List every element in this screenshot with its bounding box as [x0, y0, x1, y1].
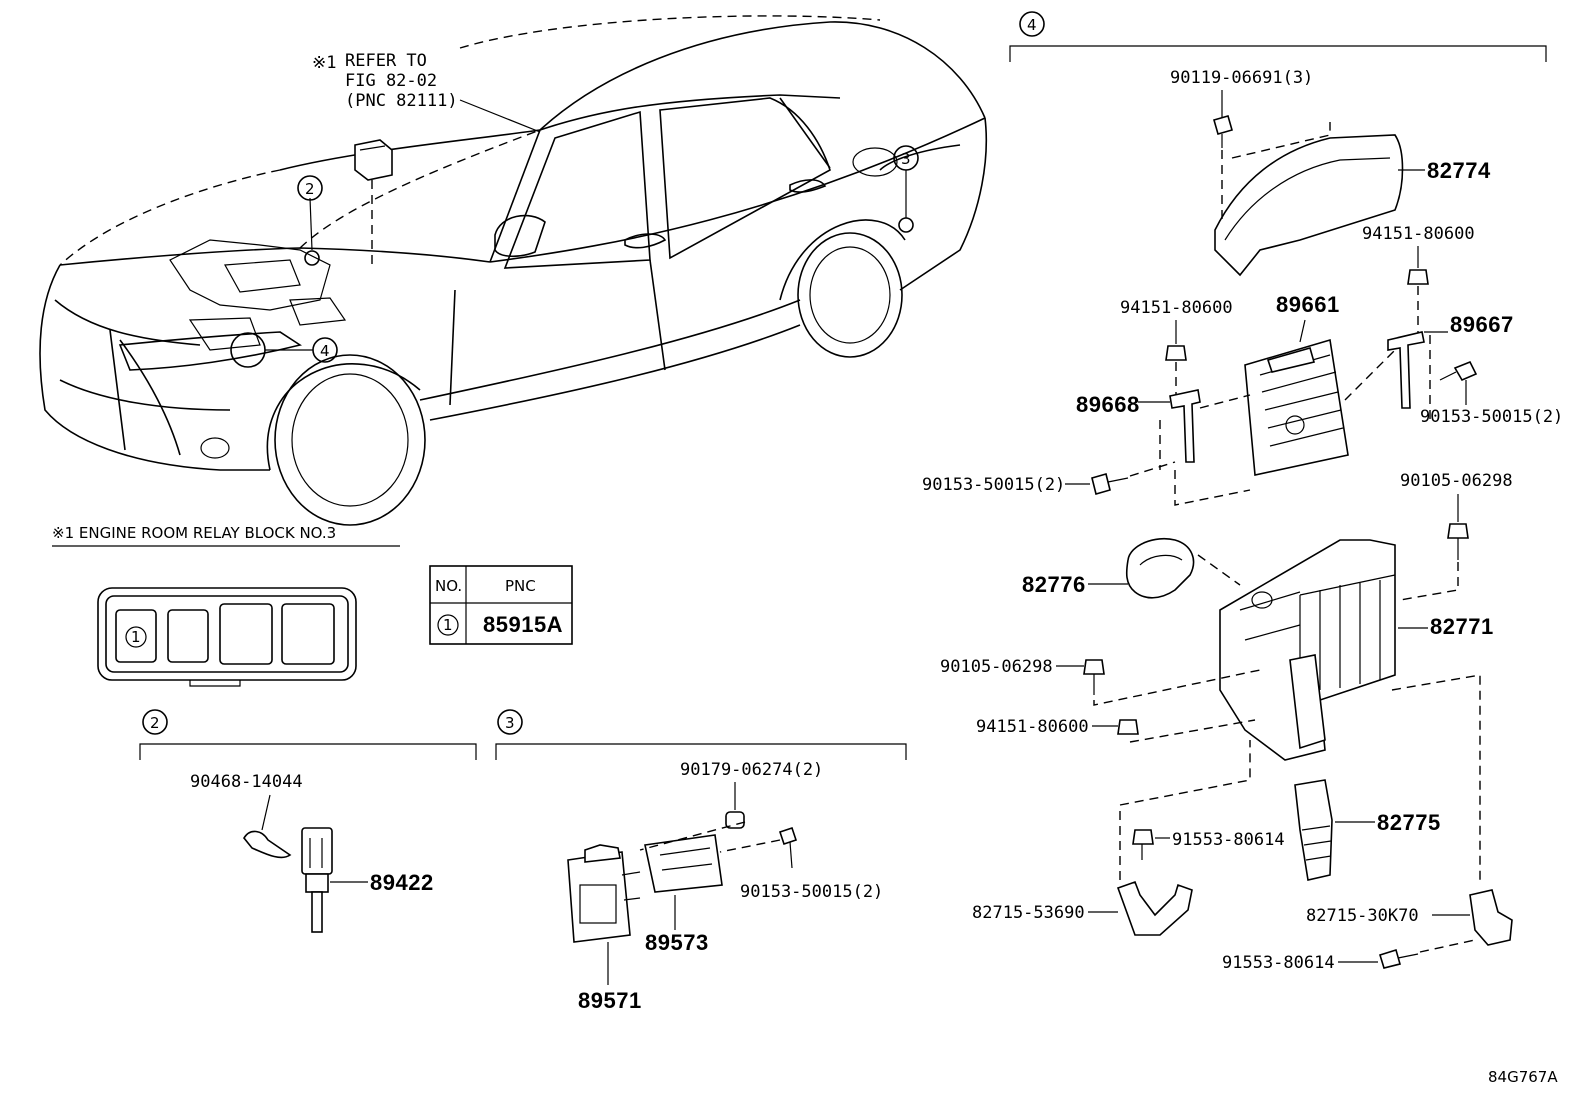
callout-3: 3 [901, 150, 911, 168]
relay-slot-1: 1 [131, 628, 141, 646]
figure-id: 84G767A [1488, 1068, 1558, 1086]
part-89571: 89571 [578, 988, 642, 1013]
part-89661: 89661 [1276, 292, 1340, 317]
note-line-3: (PNC 82111) [345, 91, 458, 111]
part-82771: 82771 [1430, 614, 1494, 639]
note-line-2: FIG 82-02 [345, 71, 437, 91]
part-82715-53690: 82715-53690 [972, 903, 1085, 923]
note-reference: ※1 REFER TO FIG 82-02 (PNC 82111) [312, 51, 458, 111]
callout-4: 4 [320, 342, 330, 360]
part-91553-80614-a: 91553-80614 [1172, 830, 1285, 850]
part-89667: 89667 [1450, 312, 1514, 337]
part-82715-30K70: 82715-30K70 [1306, 906, 1419, 926]
part-82775: 82775 [1377, 810, 1441, 835]
part-94151-80600-b: 94151-80600 [1120, 298, 1233, 318]
car-illustration: 2 3 4 [39, 15, 988, 526]
note-line-1: REFER TO [345, 51, 427, 71]
part-94151-80600-c: 94151-80600 [976, 717, 1089, 737]
part-94151-80600-a: 94151-80600 [1362, 224, 1475, 244]
pnc-table: NO. PNC 1 85915A [429, 565, 573, 645]
part-90119-06691: 90119-06691(3) [1170, 68, 1313, 88]
callout-2-target [304, 250, 320, 266]
part-91553-80614-b: 91553-80614 [1222, 953, 1335, 973]
group-4: 4 90119-06691(3) 82774 94151-80600 94151… [922, 11, 1563, 973]
part-90468-14044: 90468-14044 [190, 772, 303, 792]
pnc-header-no: NO. [435, 577, 462, 595]
group-2: 2 90468-14044 89422 [139, 709, 477, 933]
part-90153-50015-l: 90153-50015(2) [922, 475, 1065, 495]
callout-3-target [898, 217, 914, 233]
pnc-header-pnc: PNC [505, 577, 536, 595]
part-90153-50015-r: 90153-50015(2) [1420, 407, 1563, 427]
note-marker: ※1 [312, 53, 336, 73]
group-2-number: 2 [150, 714, 160, 732]
pnc-row-no: 1 [443, 616, 453, 634]
part-82774: 82774 [1427, 158, 1491, 183]
group-3-number: 3 [505, 714, 515, 732]
callout-2: 2 [305, 180, 315, 198]
part-82776: 82776 [1022, 572, 1086, 597]
pnc-row-value: 85915A [483, 612, 563, 637]
part-89573: 89573 [645, 930, 709, 955]
relay-block-title: ※1 ENGINE ROOM RELAY BLOCK NO.3 [52, 524, 336, 542]
part-89668: 89668 [1076, 392, 1140, 417]
group-3: 3 90179-06274(2) 89573 90153-50015(2) 89… [495, 709, 907, 1013]
group-4-number: 4 [1027, 16, 1037, 34]
part-90153-50015-b: 90153-50015(2) [740, 882, 883, 902]
part-89422: 89422 [370, 870, 434, 895]
part-90179-06274: 90179-06274(2) [680, 760, 823, 780]
relay-block-section: ※1 ENGINE ROOM RELAY BLOCK NO.3 1 [52, 524, 400, 687]
callout-4-target [230, 332, 266, 368]
part-90105-06298-a: 90105-06298 [1400, 471, 1513, 491]
part-90105-06298-b: 90105-06298 [940, 657, 1053, 677]
